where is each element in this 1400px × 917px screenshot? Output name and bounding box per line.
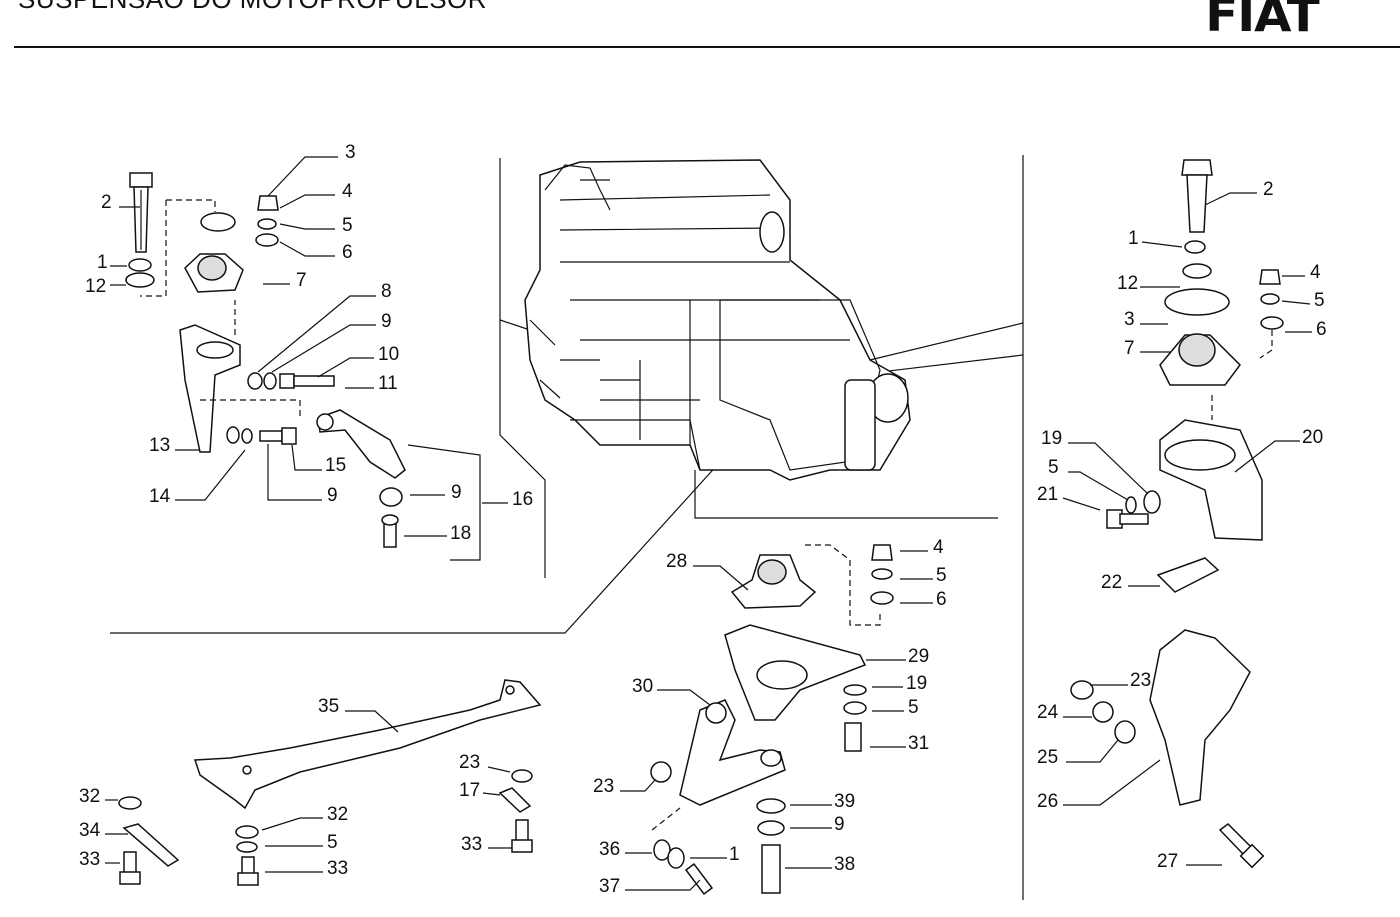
left-mount-assembly — [125, 172, 406, 548]
callout-2: 2 — [1263, 179, 1274, 200]
callout-1: 1 — [729, 844, 740, 865]
callout-25: 25 — [1037, 747, 1058, 768]
callout-37: 37 — [599, 876, 620, 897]
crossmember-assembly — [118, 679, 542, 886]
callout-21: 21 — [1037, 484, 1058, 505]
callout-32: 32 — [327, 804, 348, 825]
callout-8: 8 — [381, 281, 392, 302]
callout-5: 5 — [342, 215, 353, 236]
callout-5: 5 — [327, 832, 338, 853]
callout-13: 13 — [149, 435, 170, 456]
callout-27: 27 — [1157, 851, 1178, 872]
page-header: SUSPENSÃO DO MOTOPROPULSOR FIAT — [0, 0, 1400, 50]
callout-1: 1 — [97, 252, 108, 273]
callout-22: 22 — [1101, 572, 1122, 593]
callout-4: 4 — [342, 181, 353, 202]
page-title: SUSPENSÃO DO MOTOPROPULSOR — [18, 0, 487, 15]
callout-14: 14 — [149, 486, 171, 507]
callout-34: 34 — [79, 820, 101, 841]
callout-9: 9 — [451, 482, 462, 503]
callout-7: 7 — [296, 270, 307, 291]
callout-3: 3 — [1124, 309, 1135, 330]
callout-33: 33 — [79, 849, 100, 870]
callout-33: 33 — [327, 858, 348, 879]
callout-5: 5 — [1048, 457, 1059, 478]
callout-labels: 3 2 4 5 6 1 12 7 8 9 10 11 13 15 14 9 9 … — [79, 142, 1327, 897]
engine-block-illustration — [524, 159, 911, 481]
callout-4: 4 — [933, 537, 944, 558]
callout-15: 15 — [325, 455, 346, 476]
callout-19: 19 — [906, 673, 927, 694]
callout-3: 3 — [345, 142, 356, 163]
callout-9: 9 — [327, 485, 338, 506]
callout-16: 16 — [512, 489, 533, 510]
callout-23: 23 — [459, 752, 480, 773]
callout-31: 31 — [908, 733, 929, 754]
header-divider — [14, 46, 1400, 48]
callout-19: 19 — [1041, 428, 1062, 449]
callout-39: 39 — [834, 791, 855, 812]
callout-36: 36 — [599, 839, 620, 860]
brand-logo: FIAT — [1205, 0, 1319, 42]
rear-mount-assembly — [650, 544, 894, 896]
callout-10: 10 — [378, 344, 399, 365]
callout-9: 9 — [381, 311, 392, 332]
callout-11: 11 — [378, 373, 398, 394]
callout-26: 26 — [1037, 791, 1058, 812]
callout-2: 2 — [101, 192, 112, 213]
callout-24: 24 — [1037, 702, 1059, 723]
callout-38: 38 — [834, 854, 855, 875]
callout-9: 9 — [834, 814, 845, 835]
callout-4: 4 — [1310, 262, 1321, 283]
callout-12: 12 — [1117, 273, 1138, 294]
right-mount-assembly — [1070, 159, 1284, 869]
section-lines — [110, 155, 1024, 900]
callout-12: 12 — [85, 276, 106, 297]
leader-lines — [105, 156, 1312, 891]
callout-23: 23 — [593, 776, 614, 797]
callout-18: 18 — [450, 523, 471, 544]
callout-32: 32 — [79, 786, 100, 807]
callout-20: 20 — [1302, 427, 1323, 448]
callout-28: 28 — [666, 551, 687, 572]
callout-6: 6 — [1316, 319, 1327, 340]
callout-17: 17 — [459, 780, 480, 801]
callout-30: 30 — [632, 676, 653, 697]
callout-6: 6 — [342, 242, 353, 263]
callout-23: 23 — [1130, 670, 1151, 691]
callout-35: 35 — [318, 696, 339, 717]
callout-5: 5 — [1314, 290, 1325, 311]
callout-5: 5 — [936, 565, 947, 586]
callout-5: 5 — [908, 697, 919, 718]
callout-29: 29 — [908, 646, 929, 667]
callout-6: 6 — [936, 589, 947, 610]
callout-1: 1 — [1128, 228, 1139, 249]
callout-7: 7 — [1124, 338, 1135, 359]
callout-33: 33 — [461, 834, 482, 855]
